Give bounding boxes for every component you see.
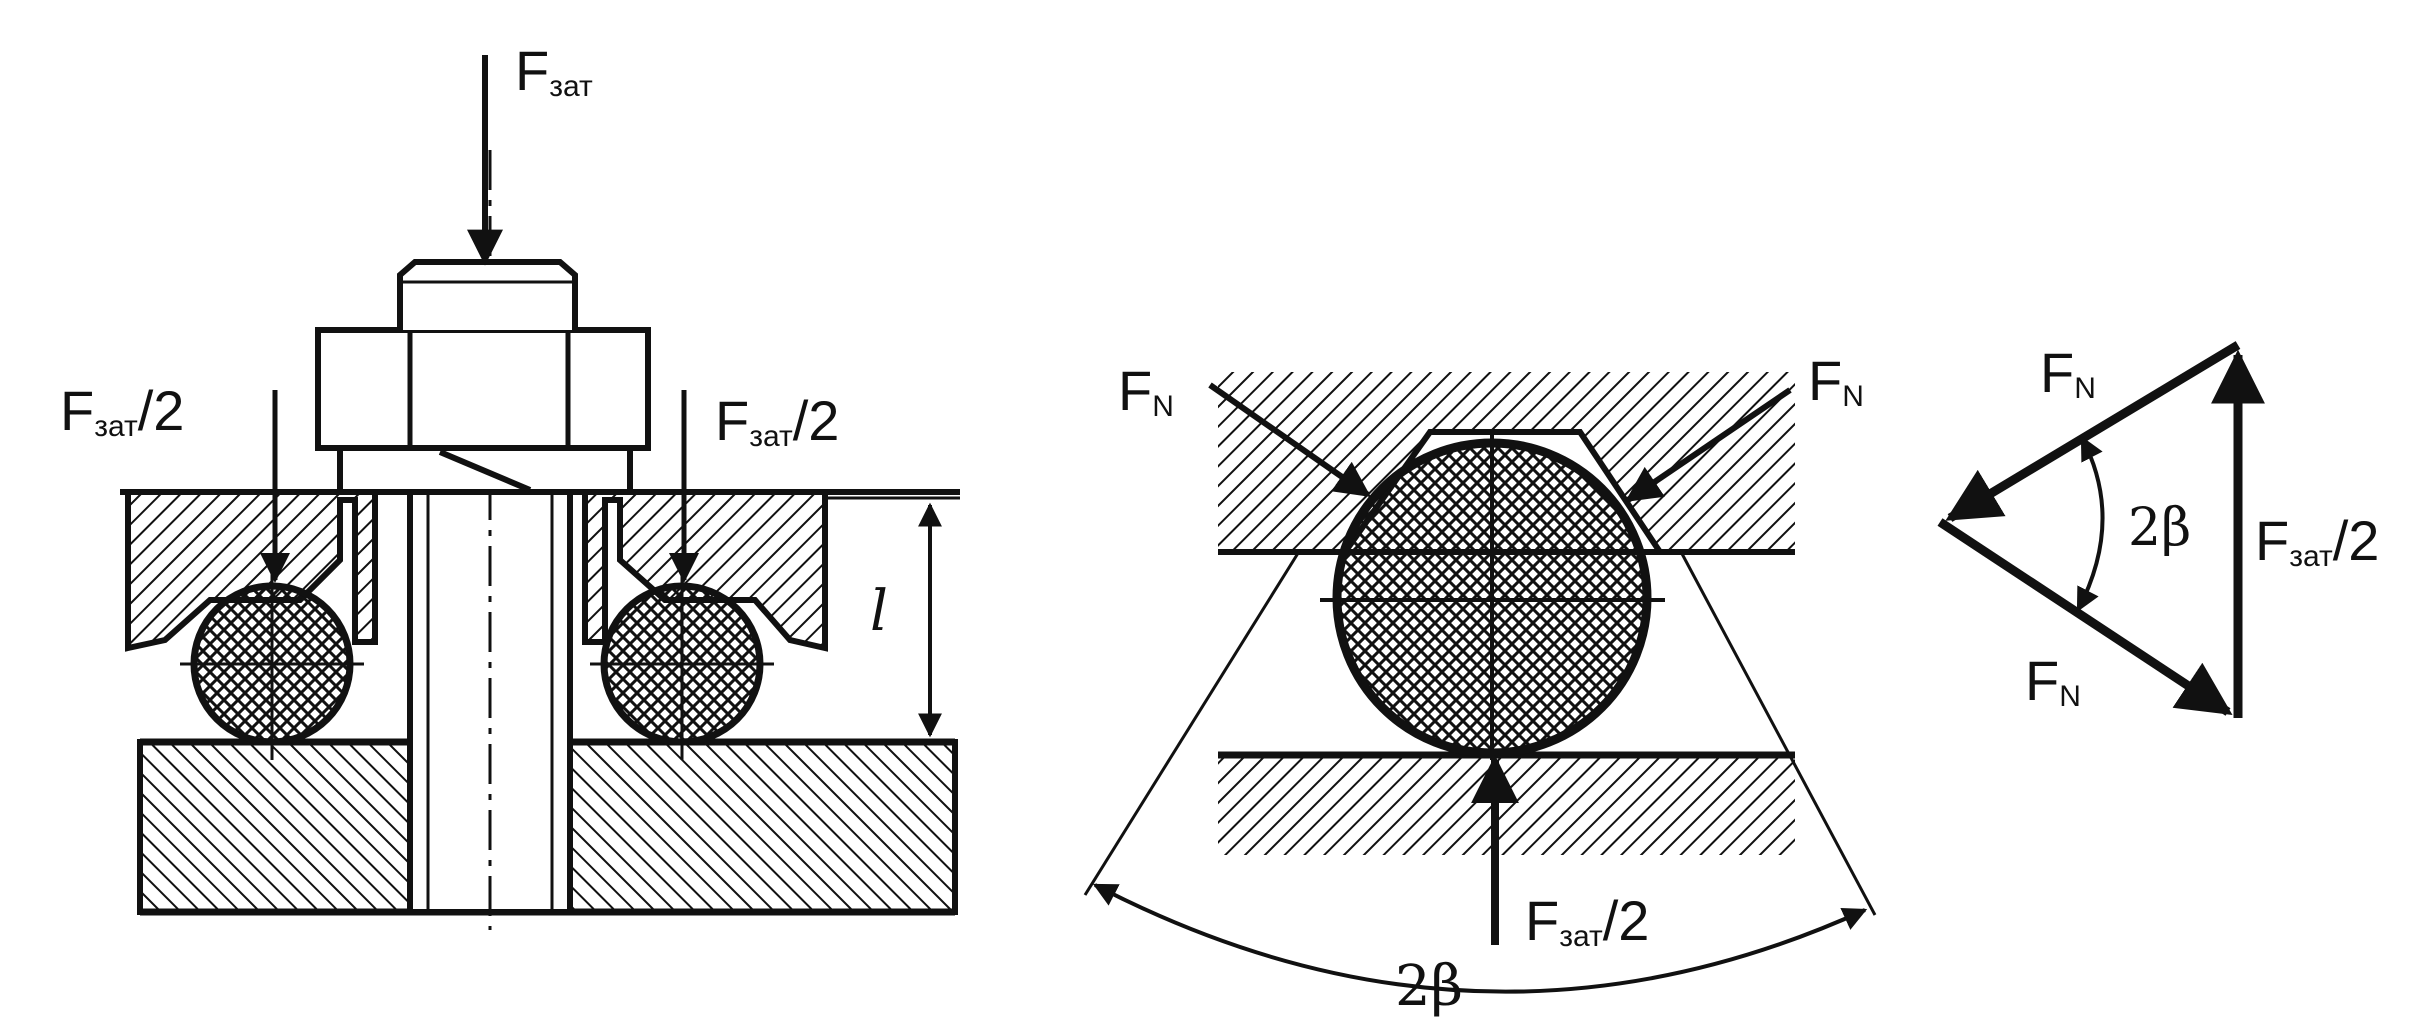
label-fn-triangle-top: FN [2040, 341, 2096, 405]
clamp-plate-left [125, 489, 378, 652]
force-triangle [1937, 341, 2265, 718]
label-f-zat-half-left: Fзат/2 [60, 379, 184, 443]
triangle-angle-arc [2076, 435, 2105, 613]
angle-leg-left [1083, 549, 1302, 896]
washer [337, 445, 633, 495]
force-normal-right-arrow [1625, 387, 1792, 503]
triangle-upper-side [1945, 341, 2241, 522]
label-two-beta-triangle: 2β [2128, 498, 2191, 558]
label-f-zat-half-bottom: Fзат/2 [1525, 889, 1649, 953]
base-plate-left [137, 739, 413, 915]
label-length: l [870, 579, 888, 644]
label-f-zat-half-right: Fзат/2 [715, 389, 839, 453]
bolt-end [397, 259, 578, 330]
label-fn-right: FN [1808, 349, 1864, 413]
nut [315, 327, 651, 451]
label-f-zat-half-triangle: Fзат/2 [2255, 509, 2379, 573]
angle-arc-2beta [1092, 883, 1868, 994]
angle-leg-right [1678, 549, 1877, 916]
label-fn-left: FN [1118, 359, 1174, 423]
triangle-lower-side [1937, 518, 2233, 716]
label-f-zat-main: Fзат [515, 39, 593, 103]
force-normal-left-arrow [1208, 382, 1371, 498]
label-two-beta-bottom: 2β [1395, 954, 1463, 1019]
base-plate-right [567, 739, 958, 915]
lower-plate-section [1218, 755, 1795, 855]
middle-detail [1083, 372, 1877, 994]
label-fn-triangle-bottom: FN [2025, 649, 2081, 713]
washer-split [438, 449, 532, 493]
left-assembly [120, 55, 960, 930]
clamp-plate-right [582, 489, 828, 652]
